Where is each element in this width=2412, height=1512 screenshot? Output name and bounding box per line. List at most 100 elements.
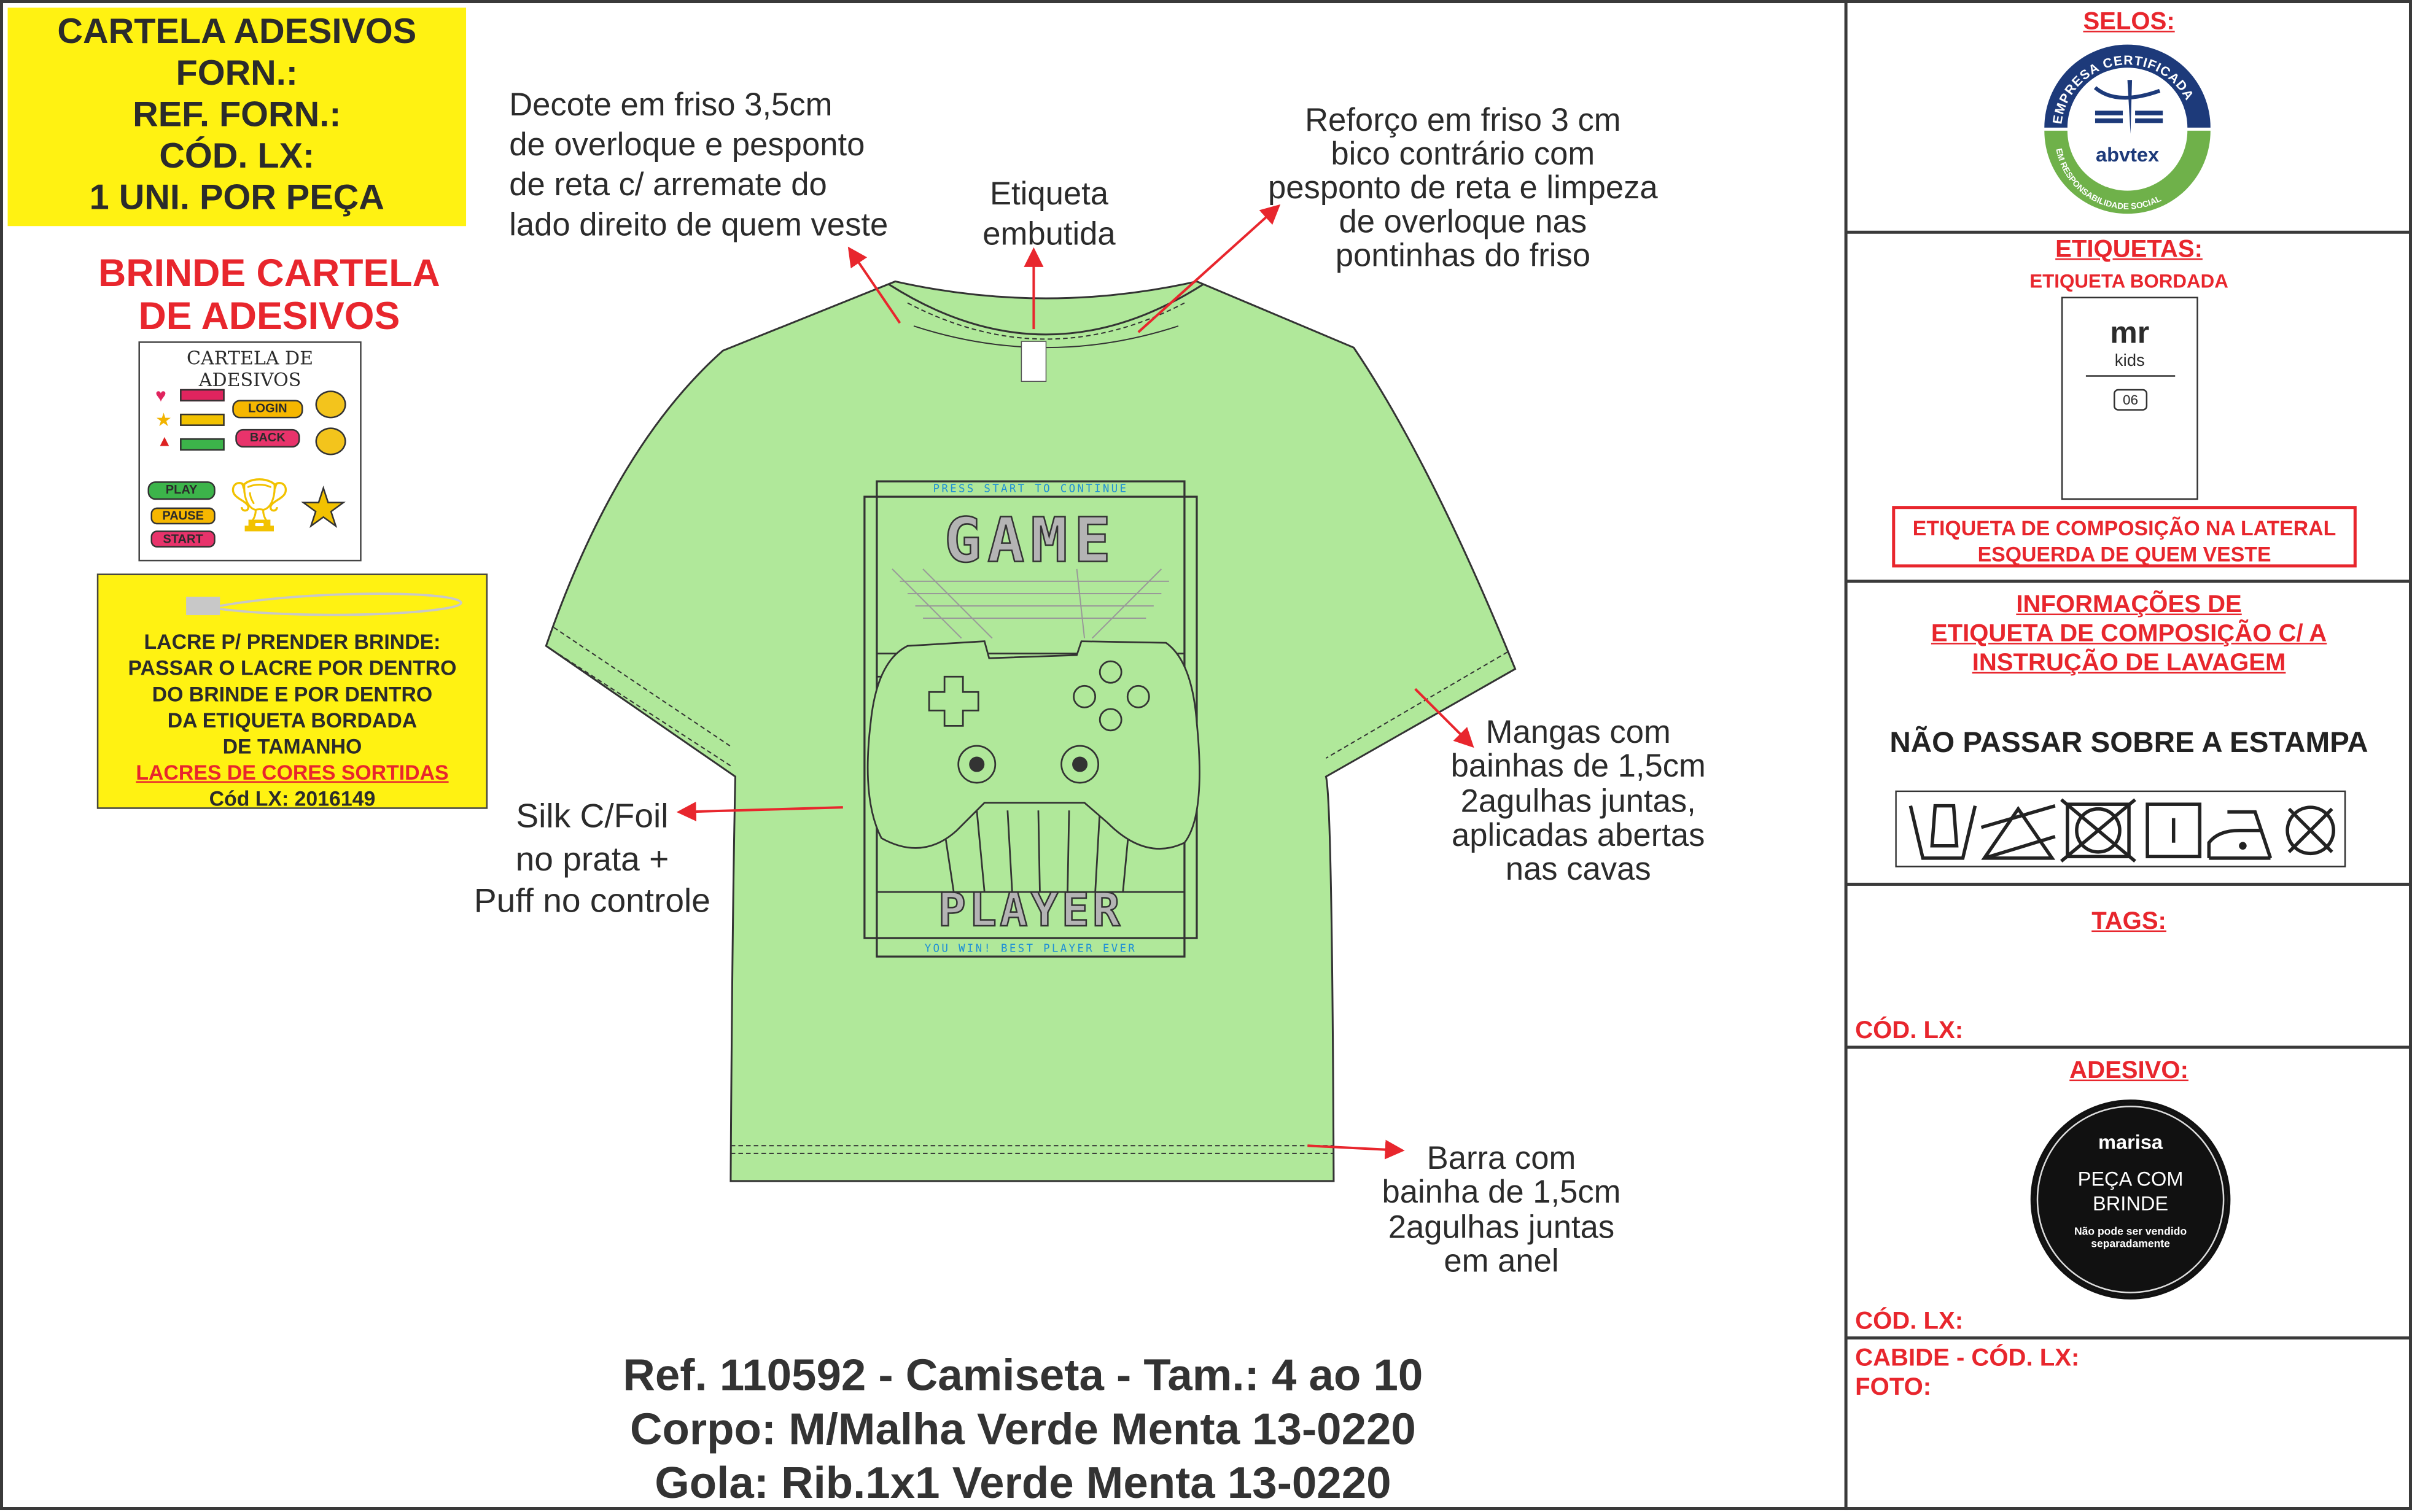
note-line: bico contrário com xyxy=(1331,136,1595,173)
note-line: lado direito de quem veste xyxy=(509,207,889,243)
hanger-code-label: CABIDE - CÓD. LX: xyxy=(1855,1345,2080,1372)
collar xyxy=(889,284,1204,336)
section-divider xyxy=(1846,882,2412,886)
brinde-title-line: DE ADESIVOS xyxy=(138,295,400,339)
note-line: embutida xyxy=(982,217,1116,252)
label-size: 06 xyxy=(2114,389,2148,411)
tags-title: TAGS: xyxy=(2091,909,2166,936)
do-not-iron-print-warning: NÃO PASSAR SOBRE A ESTAMPA xyxy=(1889,727,2368,760)
hem-note: Barra com bainha de 1,5cm 2agulhas junta… xyxy=(1353,1141,1649,1279)
energy-bar xyxy=(180,438,225,451)
column-divider xyxy=(1844,0,1848,1511)
brinde-title-line: BRINDE CARTELA xyxy=(98,252,440,295)
abvtex-seal-logo: EMPRESA CERTIFICADA EM RESPONSABILIDADE … xyxy=(2044,44,2211,214)
note-line: de overloque nas xyxy=(1339,204,1587,240)
lacre-box: LACRE P/ PRENDER BRINDE: PASSAR O LACRE … xyxy=(96,573,488,810)
print-word-game: GAME xyxy=(943,506,1118,577)
tags-code-label: CÓD. LX: xyxy=(1855,1018,1964,1044)
heart-icon: ♥ xyxy=(155,384,166,406)
note-line: ETIQUETA DE COMPOSIÇÃO NA LATERAL xyxy=(1912,516,2336,540)
note-line: Barra com xyxy=(1426,1141,1576,1177)
reinforcement-note: Reforço em friso 3 cm bico contrário com… xyxy=(1231,104,1695,274)
play-sticker: PLAY xyxy=(147,481,216,500)
note-line: pesponto de reta e limpeza xyxy=(1268,171,1658,206)
note-line: Silk C/Foil xyxy=(516,796,669,835)
do-not-tumble-dry-icon xyxy=(2060,798,2136,863)
note-line: aplicadas abertas xyxy=(1452,818,1705,854)
section-divider xyxy=(1846,1336,2412,1339)
do-not-bleach-icon xyxy=(1980,804,2056,860)
lacre-code: Cód LX: 2016149 xyxy=(209,787,376,811)
header-line: FORN.: xyxy=(176,52,298,93)
label-note: Etiqueta embutida xyxy=(941,176,1157,255)
lacre-line: DE TAMANHO xyxy=(222,735,362,759)
header-line: 1 UNI. POR PEÇA xyxy=(89,177,384,217)
sticker-brand: marisa xyxy=(2098,1130,2163,1153)
care-symbols xyxy=(1895,790,2346,867)
photo-label: FOTO: xyxy=(1855,1374,1932,1402)
section-divider xyxy=(1846,580,2412,583)
body-fabric: Corpo: M/Malha Verde Menta 13-0220 xyxy=(629,1405,1416,1455)
labels-title: ETIQUETAS: xyxy=(2055,236,2203,263)
product-reference: Ref. 110592 - Camiseta - Tam.: 4 ao 10 xyxy=(623,1351,1423,1402)
print-bottom-text: YOU WIN! BEST PLAYER EVER xyxy=(924,942,1137,955)
trophy-icon: 🏆︎ xyxy=(226,476,293,535)
lacre-line: DA ETIQUETA BORDADA xyxy=(167,708,418,732)
header-line: CARTELA ADESIVOS xyxy=(57,10,417,51)
seals-title: SELOS: xyxy=(2083,9,2175,36)
lacre-line: LACRE P/ PRENDER BRINDE: xyxy=(144,630,441,654)
collar-fabric: Gola: Rib.1x1 Verde Menta 13-0220 xyxy=(655,1459,1391,1509)
note-line: no prata + xyxy=(515,839,669,878)
note-line: nas cavas xyxy=(1505,852,1651,888)
annotation-arrows xyxy=(676,204,1474,1160)
lacre-line: DO BRINDE E POR DENTRO xyxy=(152,683,433,706)
sticker-title: ADESIVO: xyxy=(2069,1058,2188,1085)
star-bar xyxy=(180,413,225,426)
hand-wash-icon xyxy=(1908,804,1977,860)
start-sticker: START xyxy=(150,530,216,548)
note-line: Puff no controle xyxy=(473,881,710,920)
potion-icon: ▲ xyxy=(157,433,173,451)
do-not-dry-clean-icon xyxy=(2286,805,2335,856)
label-brand: mr xyxy=(2110,317,2150,351)
sticker-code-label: CÓD. LX: xyxy=(1855,1308,1964,1335)
pause-sticker: PAUSE xyxy=(150,507,216,525)
note-line: de reta c/ arremate do xyxy=(509,168,827,203)
product-spec: Ref. 110592 - Camiseta - Tam.: 4 ao 10 C… xyxy=(523,1350,1523,1511)
embroidered-label: mr kids 06 xyxy=(2061,297,2198,500)
coin-icon xyxy=(315,427,346,456)
title-line: INSTRUÇÃO DE LAVAGEM xyxy=(1972,650,2286,677)
header-line: CÓD. LX: xyxy=(159,135,315,176)
dpad-icon xyxy=(928,675,979,727)
sticker-card-image: CARTELA DE ADESIVOS ♥ ★ ▲ LOGIN BACK PLA… xyxy=(138,341,362,562)
note-line: 2agulhas juntas, xyxy=(1460,783,1696,820)
lacre-seal-icon xyxy=(186,592,462,616)
label-divider xyxy=(2085,375,2176,377)
note-line: Etiqueta xyxy=(989,177,1109,212)
back-sticker: BACK xyxy=(235,428,300,448)
note-line: de overloque e pesponto xyxy=(509,127,865,163)
note-line: bainha de 1,5cm xyxy=(1382,1175,1621,1211)
note-line: 2agulhas juntas xyxy=(1388,1209,1615,1246)
embroidered-label-title: ETIQUETA BORDADA xyxy=(2029,270,2228,292)
login-sticker: LOGIN xyxy=(232,400,303,419)
brinde-title: BRINDE CARTELA DE ADESIVOS xyxy=(61,252,477,338)
line-dry-icon xyxy=(2146,802,2202,859)
health-bar xyxy=(180,389,225,401)
sleeves-note: Mangas com bainhas de 1,5cm 2agulhas jun… xyxy=(1425,715,1732,888)
sticker-card-title: CARTELA DE ADESIVOS xyxy=(187,347,314,391)
note-line: Mangas com xyxy=(1485,715,1671,751)
sticker-card-supplier-box: CARTELA ADESIVOS FORN.: REF. FORN.: CÓD.… xyxy=(7,7,467,227)
header-line: REF. FORN.: xyxy=(133,93,341,134)
gift-sticker: marisa PEÇA COM BRINDE Não pode ser vend… xyxy=(2030,1099,2231,1300)
coin-icon xyxy=(315,390,346,419)
sticker-main-line: PEÇA COM xyxy=(2077,1167,2184,1190)
silk-note: Silk C/Foil no prata + Puff no controle xyxy=(446,795,738,922)
sticker-main-line: BRINDE xyxy=(2093,1192,2169,1215)
sticker-small-line: Não pode ser vendido xyxy=(2074,1227,2187,1238)
composition-label-note: ETIQUETA DE COMPOSIÇÃO NA LATERAL ESQUER… xyxy=(1892,506,2357,568)
title-line: ETIQUETA DE COMPOSIÇÃO C/ A xyxy=(1931,621,2327,648)
sticker-small-line: separadamente xyxy=(2091,1239,2170,1250)
